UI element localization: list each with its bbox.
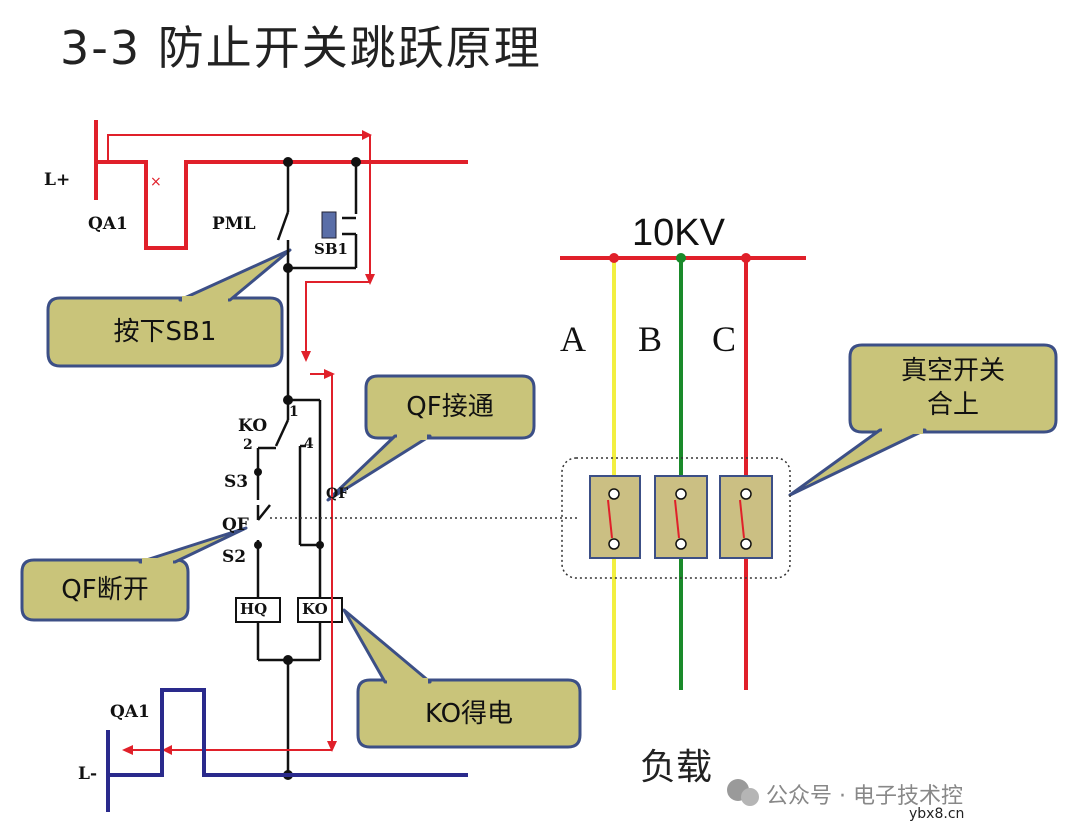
callout-vacuum-line1: 真空开关 <box>900 356 1005 386</box>
callout-press-sb1 <box>46 248 292 368</box>
callout-ko-energized-text: KO得电 <box>424 699 514 729</box>
label-qf-right: QF <box>326 486 349 502</box>
watermark-site: ybx8.cn <box>906 806 968 822</box>
label-node-4: 4 <box>304 436 314 452</box>
breaker-enclosure <box>561 457 791 579</box>
arrowheads-bottom <box>122 369 337 755</box>
label-node-2: 2 <box>243 437 253 453</box>
label-sb1: SB1 <box>314 240 348 258</box>
label-qa1-bottom: QA1 <box>110 702 150 722</box>
label-qa1-top: QA1 <box>88 214 128 234</box>
callout-ko-energized <box>342 608 582 749</box>
callout-qf-on <box>326 374 536 502</box>
label-hq: HQ <box>240 600 268 618</box>
label-s2: S2 <box>222 547 247 567</box>
label-node-1: 1 <box>289 404 299 420</box>
label-l-plus: L+ <box>44 170 71 190</box>
arrowheads-top <box>301 130 375 362</box>
control-wiring <box>256 162 358 775</box>
phase-label-b: B <box>638 319 663 359</box>
label-qf-left: QF <box>222 515 249 535</box>
callout-press-sb1-text: 按下SB1 <box>113 317 217 347</box>
qa1-cross-mark: × <box>150 174 162 190</box>
junction-dots <box>254 157 361 780</box>
page-title: 3-3 防止开关跳跃原理 <box>60 21 542 75</box>
positive-bus <box>94 120 468 250</box>
coil-boxes <box>235 597 343 623</box>
breaker-blades <box>607 499 745 539</box>
callout-qf-off-text: QF断开 <box>61 575 149 605</box>
breaker-contacts <box>608 488 752 550</box>
phase-label-c: C <box>712 319 737 359</box>
label-l-minus: L- <box>78 764 98 784</box>
callout-vacuum-line2: 合上 <box>926 390 979 420</box>
phase-lines <box>612 258 748 690</box>
callout-vacuum-closed <box>788 343 1058 497</box>
current-path-top <box>107 134 371 360</box>
callout-qf-on-text: QF接通 <box>406 392 494 422</box>
watermark-text: 公众号 · 电子技术控 <box>766 784 963 809</box>
voltage-label: 10KV <box>632 212 725 254</box>
phase-junctions <box>609 253 751 263</box>
load-label: 负载 <box>640 747 713 788</box>
callout-qf-off <box>20 526 248 622</box>
sb1-button-icon <box>321 211 337 239</box>
label-ko-coil: KO <box>302 600 328 618</box>
label-pml: PML <box>212 214 256 234</box>
wechat-logo-icon <box>727 779 759 806</box>
label-s3: S3 <box>224 472 249 492</box>
label-ko: KO <box>238 416 268 436</box>
negative-bus <box>106 688 468 812</box>
phase-label-a: A <box>560 319 586 359</box>
